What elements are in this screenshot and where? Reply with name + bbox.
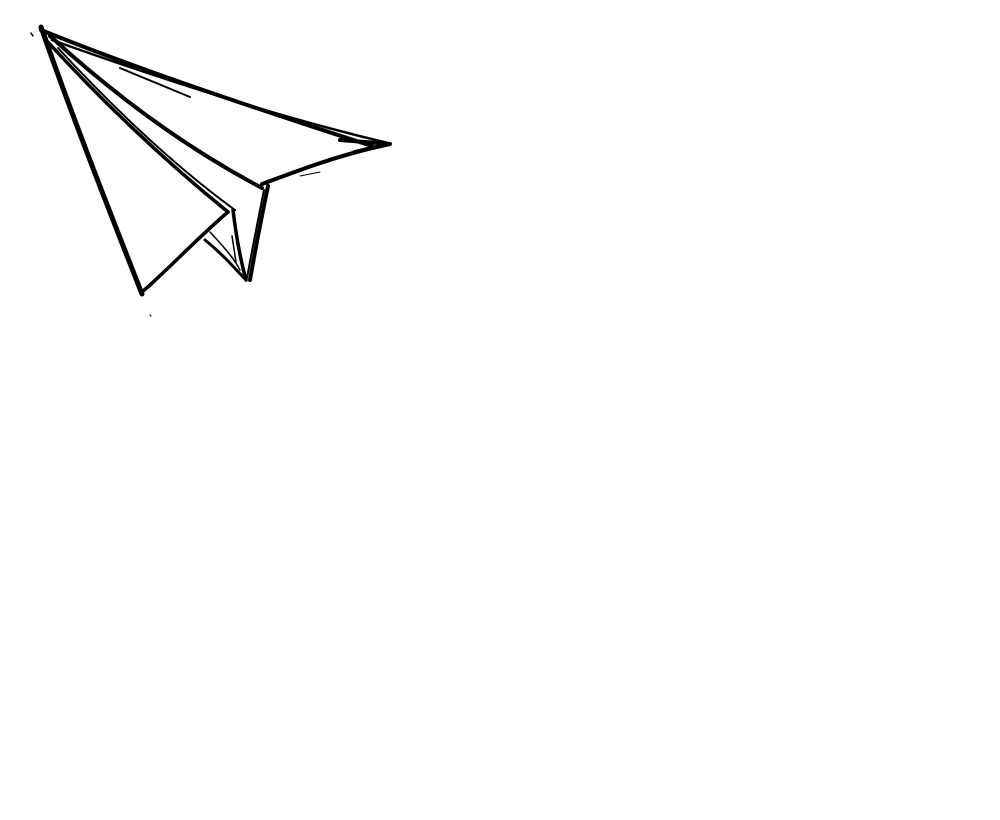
- top-edge-sketch: [50, 38, 390, 145]
- center-fold-1: [48, 34, 264, 190]
- center-fold-2: [44, 38, 230, 214]
- inner-wing-bottom-sketch: [147, 217, 223, 289]
- keel-right-sketch: [246, 189, 265, 279]
- inner-small-fold-sketch: [209, 231, 241, 271]
- left-wing-outer-edge-sketch: [43, 29, 140, 291]
- paper-airplane-strokes: [30, 24, 392, 317]
- stray-mark-2: [149, 314, 152, 317]
- bottom-edge-sketch: [267, 149, 361, 183]
- center-fold-3: [57, 47, 236, 211]
- stray-mark-3: [299, 171, 321, 177]
- inner-small-fold: [203, 238, 246, 280]
- keel-left: [231, 208, 248, 282]
- top-edge-short-stroke: [119, 67, 191, 98]
- scribble-mark: [231, 235, 237, 263]
- keel-right: [248, 184, 270, 282]
- stray-mark-1: [30, 32, 34, 37]
